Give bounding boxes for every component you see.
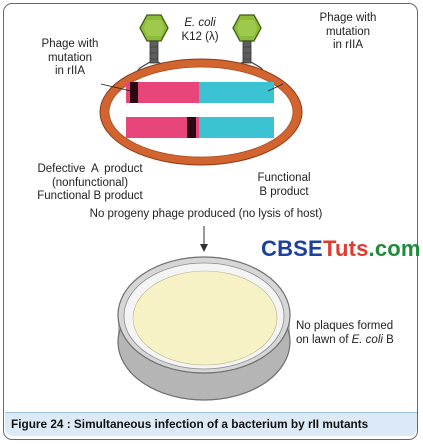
gene-b-segment (199, 117, 274, 138)
bacterial-lawn (132, 270, 278, 366)
dna-strand-bottom (126, 117, 274, 138)
brand-watermark: CBSETuts.com (261, 236, 421, 261)
gene-b-segment (199, 82, 274, 103)
petri-dish (117, 256, 291, 401)
leader-line-left (100, 83, 132, 92)
phage-left (134, 14, 174, 75)
label-ecoli-host: E. coli K12 (λ) (181, 17, 219, 43)
phage-right-tail (242, 40, 252, 64)
label-phage-right: Phage with mutation in rIIA (319, 12, 377, 51)
leader-line-right (267, 83, 284, 92)
bacterium-cell (99, 58, 303, 166)
dna-strand-top (126, 82, 274, 103)
phage-left-tail (149, 40, 159, 64)
mutation-mark (187, 117, 196, 138)
label-functional-b: Functional B product (257, 172, 311, 198)
gene-a-segment (126, 82, 199, 103)
label-no-plaques: No plaques formed on lawn of E. coli B (296, 320, 394, 346)
label-no-progeny: No progeny phage produced (no lysis of h… (89, 208, 323, 220)
label-defective-a: Defective A product (nonfunctional) Func… (37, 163, 143, 202)
mutation-mark (130, 82, 138, 103)
gene-a-segment (126, 117, 199, 138)
figure-caption: Figure 24 : Simultaneous infection of a … (5, 412, 417, 436)
label-phage-left: Phage with mutation in rIIA (41, 38, 99, 77)
down-arrow (200, 226, 208, 252)
